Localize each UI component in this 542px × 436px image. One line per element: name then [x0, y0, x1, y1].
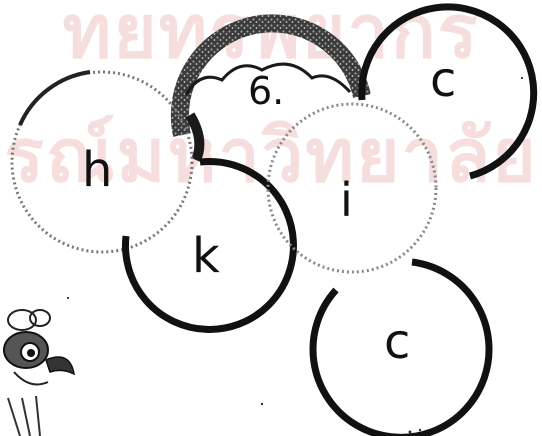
- letter-i: i: [340, 173, 353, 227]
- puzzle-number: 6.: [248, 69, 284, 113]
- letter-c-bottom: c: [384, 314, 410, 370]
- letter-k: k: [192, 228, 220, 284]
- letter-c-top: c: [430, 52, 456, 108]
- parrot-doodle-icon: [4, 310, 74, 436]
- letter-h: h: [82, 142, 112, 198]
